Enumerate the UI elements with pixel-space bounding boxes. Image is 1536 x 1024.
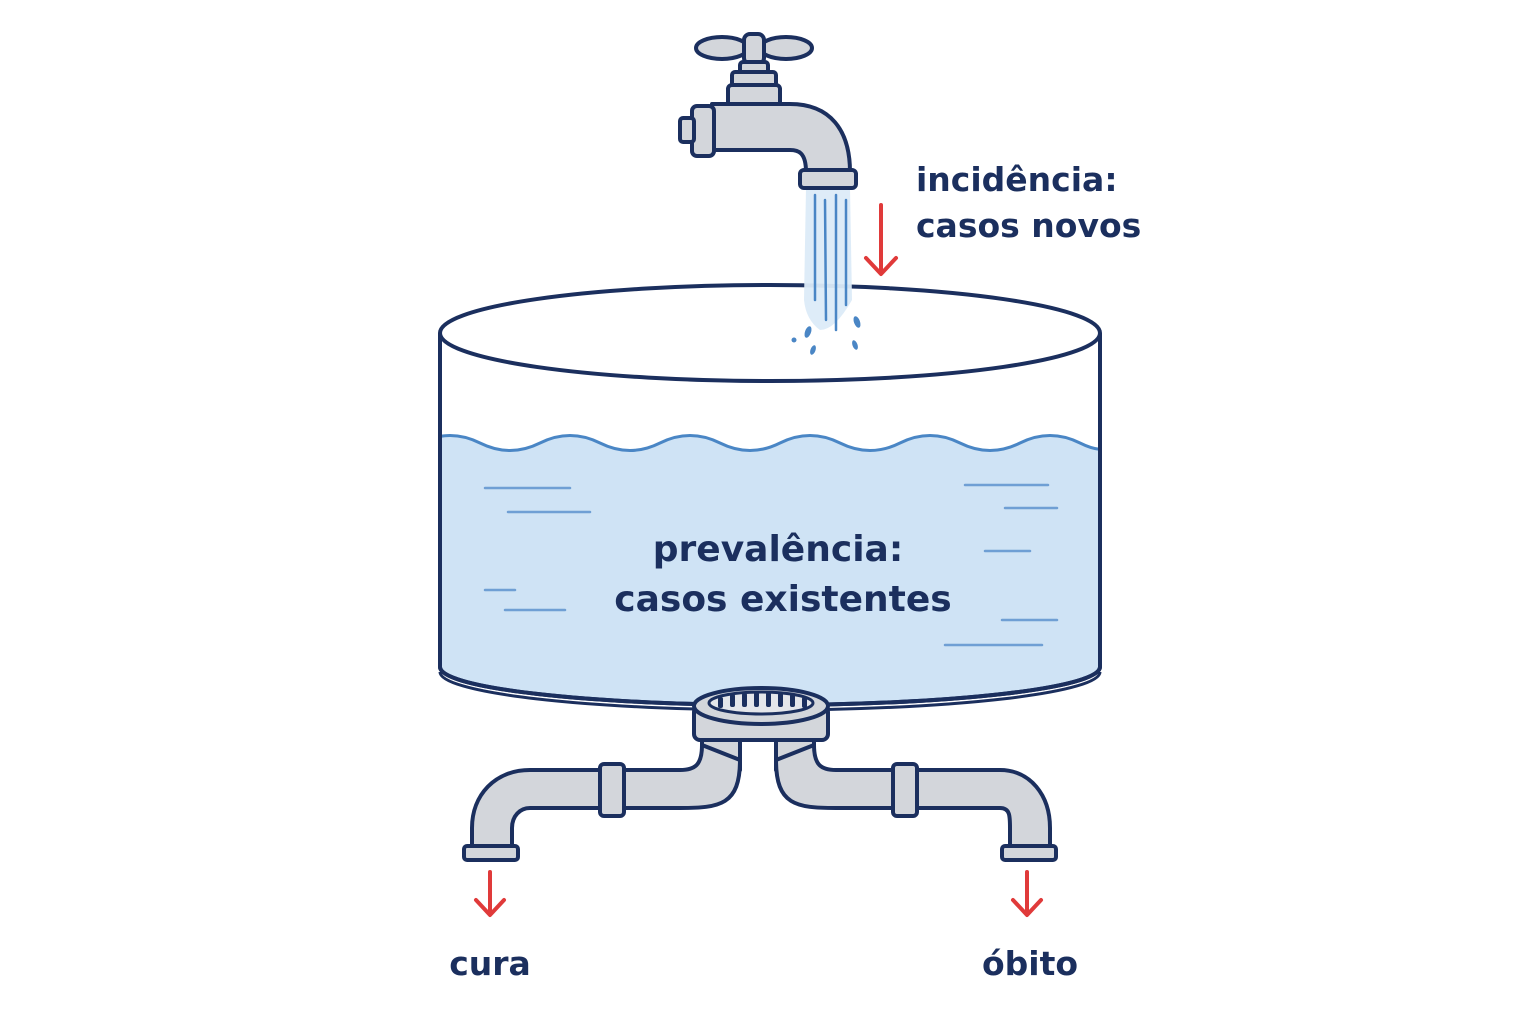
outflow-label-cure: cura bbox=[449, 944, 531, 983]
tank-icon bbox=[438, 283, 1102, 712]
prevalence-label-line1: prevalência: bbox=[653, 529, 903, 570]
faucet-icon bbox=[678, 32, 858, 190]
prevalence-label-line2: casos existentes bbox=[614, 579, 951, 620]
water-stream bbox=[791, 188, 861, 355]
arrow-down-icon bbox=[1011, 870, 1043, 917]
arrow-down-icon bbox=[474, 870, 506, 917]
arrow-down-icon bbox=[864, 203, 898, 276]
drain-pipe-icon bbox=[462, 686, 1058, 862]
prevalence-label: prevalência: casos existentes bbox=[614, 529, 951, 620]
outflow-label-death: óbito bbox=[982, 944, 1078, 983]
incidence-label-line2: casos novos bbox=[916, 206, 1141, 245]
incidence-label: incidência: casos novos bbox=[916, 160, 1141, 245]
water-ripple-lines bbox=[483, 483, 1059, 647]
incidence-label-line1: incidência: bbox=[916, 160, 1118, 199]
water-body bbox=[440, 434, 1100, 705]
